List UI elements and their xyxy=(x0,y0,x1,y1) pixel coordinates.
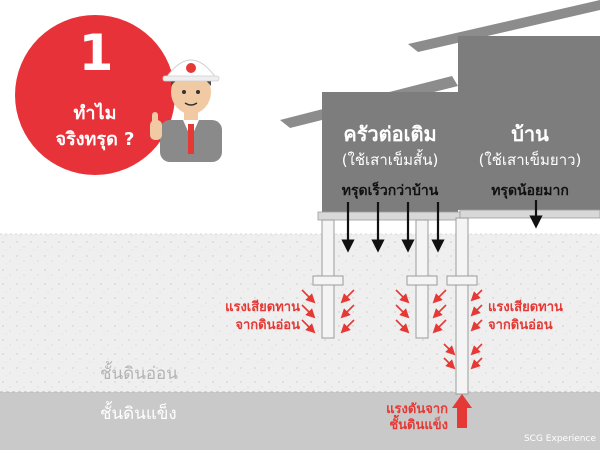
friction-arrow xyxy=(443,343,456,356)
soft-soil-label: ชั้นดินอ่อน xyxy=(100,364,178,384)
hard-soil-label: ชั้นดินแข็ง xyxy=(100,404,177,424)
badge-line-1: ทำไม xyxy=(73,103,117,124)
hard-soil-layer xyxy=(0,392,600,450)
extension-note: ทรุดเร็วกว่าบ้าน xyxy=(341,183,439,199)
friction-arrow xyxy=(395,319,410,334)
friction-arrow xyxy=(470,319,483,332)
watermark: SCG Experience xyxy=(523,434,596,444)
extension-title: ครัวต่อเติม xyxy=(343,122,437,146)
friction-arrow xyxy=(301,319,316,334)
friction-arrow xyxy=(432,319,447,334)
house-wall xyxy=(458,36,600,210)
friction-arrow xyxy=(340,289,355,304)
friction-arrow xyxy=(470,304,483,317)
extension-wall xyxy=(322,92,458,212)
badge-circle xyxy=(15,15,175,175)
long-pile-house xyxy=(446,217,478,395)
friction-right-line-2: จากดินอ่อน xyxy=(488,318,553,333)
friction-left-line-1: แรงเสียดทาน xyxy=(225,300,300,315)
friction-arrow xyxy=(395,289,410,304)
friction-arrow xyxy=(432,304,447,319)
friction-arrow xyxy=(443,357,456,370)
house-slab xyxy=(459,209,600,219)
house-subtitle: (ใช้เสาเข็มยาว) xyxy=(478,151,582,169)
short-pile-middle xyxy=(406,219,438,339)
friction-arrow xyxy=(470,289,483,302)
bearing-arrow xyxy=(452,394,472,428)
friction-right-line-1: แรงเสียดทาน xyxy=(488,300,563,315)
extension-subtitle: (ใช้เสาเข็มสั้น) xyxy=(341,151,439,169)
house-roof xyxy=(408,0,600,52)
house-note: ทรุดน้อยมาก xyxy=(491,183,569,199)
friction-arrow xyxy=(432,289,447,304)
friction-arrow xyxy=(395,304,410,319)
friction-arrow xyxy=(340,319,355,334)
house-title: บ้าน xyxy=(511,122,549,146)
badge-line-2: จริงทรุด ? xyxy=(55,129,135,150)
friction-arrow xyxy=(301,289,316,304)
friction-left-line-2: จากดินอ่อน xyxy=(235,318,300,333)
bearing-line-1: แรงดันจาก xyxy=(386,402,448,417)
soft-soil-texture xyxy=(0,234,600,392)
friction-arrow xyxy=(470,343,483,356)
engineer-mascot xyxy=(150,59,222,162)
short-pile-left xyxy=(312,219,344,339)
friction-arrow xyxy=(340,304,355,319)
bearing-line-2: ชั้นดินแข็ง xyxy=(389,418,448,433)
badge-number: 1 xyxy=(78,24,114,82)
friction-arrow xyxy=(470,357,483,370)
friction-arrow xyxy=(301,304,316,319)
